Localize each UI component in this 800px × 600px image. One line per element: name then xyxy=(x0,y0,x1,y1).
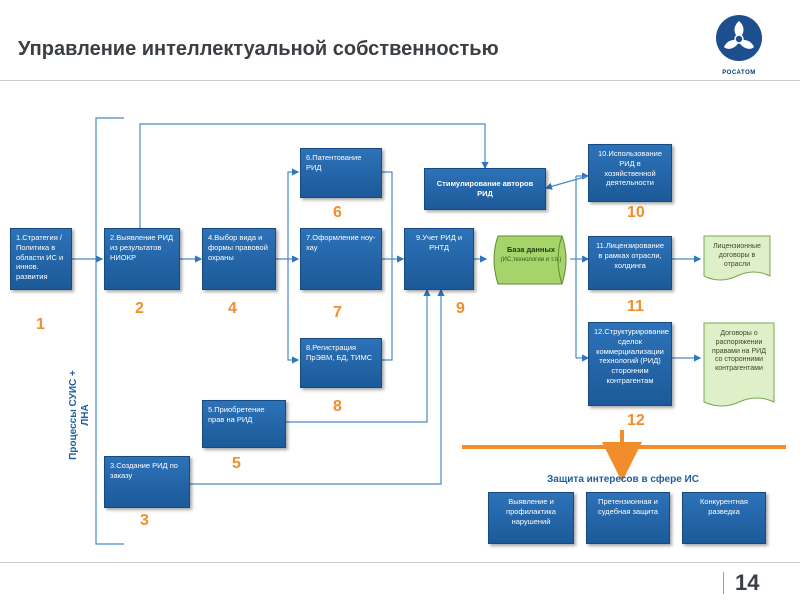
step-2-identify-box: 2.Выявление РИД из результатов НИОКР xyxy=(104,228,180,290)
database-label: База данных (ИС,технологии и т.п.) xyxy=(492,245,570,264)
step-number-11: 11 xyxy=(627,298,644,315)
step-11-licensing-box: 11.Лицензирование в рамках отрасли, холд… xyxy=(588,236,672,290)
step-number-12: 12 xyxy=(627,412,645,429)
page-number-separator xyxy=(723,572,724,594)
step-number-7: 7 xyxy=(333,304,342,321)
step-number-9: 9 xyxy=(456,300,465,317)
side-label-line1: Процессы СУИС + xyxy=(68,370,79,460)
doc-license-agreements: Лицензионные договоры в отрасли xyxy=(713,243,761,268)
step-12-deals-box: 12.Структурирование сделок коммерциализа… xyxy=(588,322,672,406)
step-number-2: 2 xyxy=(135,300,144,317)
step-number-1: 1 xyxy=(36,316,45,333)
protection-intelligence-box: Конкурентная разведка xyxy=(682,492,766,544)
database-title: База данных xyxy=(506,245,556,254)
step-10-usage-box: 10.Использование РИД в хозяйственной дея… xyxy=(588,144,672,202)
rosatom-logo xyxy=(712,12,766,71)
step-9-accounting-box: 9.Учет РИД и РНТД xyxy=(404,228,474,290)
step-number-8: 8 xyxy=(333,398,342,415)
protection-legal-box: Претензионная и судебная защита xyxy=(586,492,670,544)
step-4-choose-box: 4.Выбор вида и формы правовой охраны xyxy=(202,228,276,290)
step-7-knowhow-box: 7.Оформление ноу-хау xyxy=(300,228,382,290)
protection-title: Защита интересов в сфере ИС xyxy=(547,474,699,485)
side-label: Процессы СУИС + ЛНА xyxy=(68,305,92,525)
step-number-10: 10 xyxy=(627,204,645,221)
database-subtitle: (ИС,технологии и т.п.) xyxy=(500,257,562,263)
step-6-patent-box: 6.Патентование РИД xyxy=(300,148,382,198)
header-divider xyxy=(0,80,800,81)
side-label-line2: ЛНА xyxy=(80,404,91,426)
step-3-create-box: 3.Создание РИД по заказу xyxy=(104,456,190,508)
page-title: Управление интеллектуальной собственност… xyxy=(18,38,499,60)
step-number-4: 4 xyxy=(228,300,237,317)
footer-divider xyxy=(0,562,800,563)
doc-rights-agreements: Договоры о распоряжении правами на РИД с… xyxy=(712,330,766,372)
step-5-acquire-box: 5.Приобретение прав на РИД xyxy=(202,400,286,448)
page-number: 14 xyxy=(735,570,760,595)
step-number-3: 3 xyxy=(140,512,149,529)
step-8-register-box: 8.Регистрация ПрЭВМ, БД, ТИМС xyxy=(300,338,382,388)
step-1-strategy-box: 1.Стратегия / Политика в области ИС и ин… xyxy=(10,228,72,290)
logo-wordmark: РОСАТОМ xyxy=(722,70,756,76)
protection-violations-box: Выявление и профилактика нарушений xyxy=(488,492,574,544)
step-number-5: 5 xyxy=(232,455,241,472)
step-number-6: 6 xyxy=(333,204,342,221)
stimulation-box: Стимулирование авторов РИД xyxy=(424,168,546,210)
